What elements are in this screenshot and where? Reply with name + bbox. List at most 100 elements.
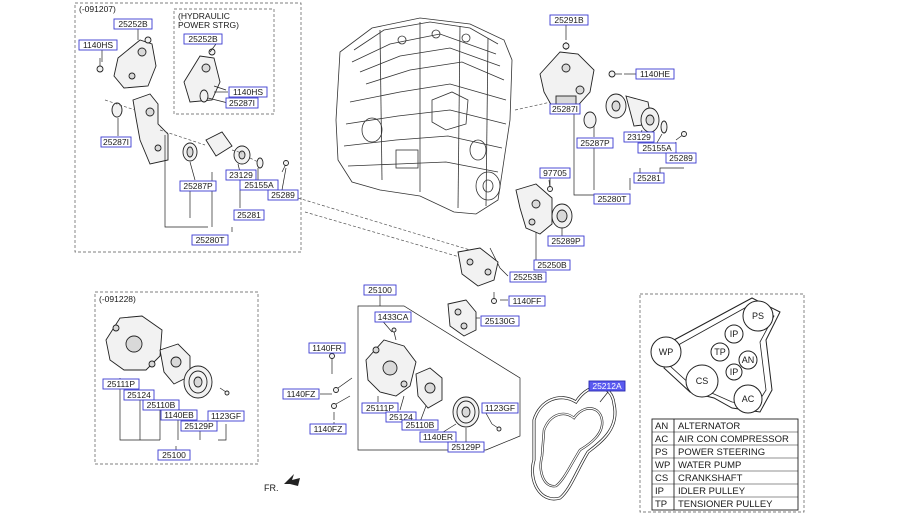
idler-bracket-drawing xyxy=(457,247,499,304)
part-callout-c-25100[interactable]: 25100 xyxy=(363,284,397,296)
part-callout-c-25111p[interactable]: 25111P xyxy=(361,402,399,414)
part-number-label: 25287I xyxy=(103,137,129,147)
part-number-label: 97705 xyxy=(543,168,567,178)
part-callout-box xyxy=(102,378,140,390)
part-number-label: 25287I xyxy=(552,104,578,114)
part-callout-box xyxy=(225,97,259,109)
pulley-ac-label: AC xyxy=(742,394,755,404)
part-callout-c-1433ca[interactable]: 1433CA xyxy=(374,311,412,323)
part-callout-c-25289p[interactable]: 25289P xyxy=(547,235,585,247)
part-callout-box xyxy=(157,449,191,461)
pulley-an-label: AN xyxy=(742,355,755,365)
pulley-wp-label: WP xyxy=(659,347,674,357)
part-callouts: 25252B1140HS25252B1140HS25287I25287I2528… xyxy=(78,14,697,461)
part-number-label: 23129 xyxy=(229,170,253,180)
part-number-label: 25291B xyxy=(554,15,584,25)
part-callout-tr-25281[interactable]: 25281 xyxy=(633,172,665,184)
part-callout-tr-25289[interactable]: 25289 xyxy=(665,152,697,164)
part-callout-tr-23129[interactable]: 23129 xyxy=(623,131,655,143)
part-callout-tr-25280t[interactable]: 25280T xyxy=(593,193,631,205)
part-callout-box xyxy=(533,259,571,271)
legend-code-an: AN xyxy=(655,421,668,432)
top-left-group-frame xyxy=(74,2,302,253)
part-callout-c-1140fr[interactable]: 1140FR xyxy=(308,342,346,354)
part-callout-box xyxy=(401,419,439,431)
part-callout-box xyxy=(113,18,153,30)
part-callout-tl-25155a[interactable]: 25155A xyxy=(239,179,279,191)
part-callout-box xyxy=(549,14,589,26)
legend-code-ac: AC xyxy=(655,434,668,445)
part-callout-c-25250b[interactable]: 25250B xyxy=(533,259,571,271)
part-callout-tl-23129[interactable]: 23129 xyxy=(225,169,257,181)
part-callout-c-1140fz-a[interactable]: 1140FZ xyxy=(282,388,320,400)
part-callout-tl-25281[interactable]: 25281 xyxy=(233,209,265,221)
part-callout-bl-25110b[interactable]: 25110B xyxy=(142,399,180,411)
legend-name-ps: POWER STEERING xyxy=(678,447,765,458)
part-callout-tl-25280t[interactable]: 25280T xyxy=(191,234,229,246)
part-callout-belt-25212a[interactable]: 25212A xyxy=(588,380,626,392)
pulley-an xyxy=(738,350,758,370)
part-callout-hyd-1140hs[interactable]: 1140HS xyxy=(228,86,268,98)
part-callout-c-25124[interactable]: 25124 xyxy=(385,411,417,423)
pulley-ip-top xyxy=(724,324,744,344)
part-number-label: 25111P xyxy=(366,403,394,413)
part-callout-tr-25287p[interactable]: 25287P xyxy=(576,137,614,149)
part-number-label: 25250B xyxy=(537,260,567,270)
legend-name-tp: TENSIONER PULLEY xyxy=(678,499,773,510)
part-callout-box xyxy=(549,103,581,115)
part-callout-box xyxy=(233,209,265,221)
part-callout-hyd-25252b[interactable]: 25252B xyxy=(183,33,223,45)
part-callout-c-1123gf[interactable]: 1123GF xyxy=(481,402,519,414)
part-callout-box xyxy=(447,441,485,453)
routing-diagram-frame xyxy=(639,293,805,513)
part-callout-c-25110b[interactable]: 25110B xyxy=(401,419,439,431)
part-callout-bl-25129p[interactable]: 25129P xyxy=(180,420,218,432)
part-callout-c-97705[interactable]: 97705 xyxy=(539,167,571,179)
part-callout-tl-25252b[interactable]: 25252B xyxy=(113,18,153,30)
part-callout-tl-25287p[interactable]: 25287P xyxy=(179,180,217,192)
part-callout-c-25253b[interactable]: 25253B xyxy=(509,271,547,283)
part-callout-bl-1123gf[interactable]: 1123GF xyxy=(207,410,245,422)
part-callout-box xyxy=(576,137,614,149)
part-number-label: 23129 xyxy=(627,132,651,142)
part-callout-c-1140er[interactable]: 1140ER xyxy=(419,431,457,443)
part-callout-tl-25289[interactable]: 25289 xyxy=(267,189,299,201)
part-number-label: 25155A xyxy=(642,143,672,153)
part-callout-box xyxy=(385,411,417,423)
part-callout-tr-25155a[interactable]: 25155A xyxy=(637,142,677,154)
part-callout-box xyxy=(481,402,519,414)
part-number-label: 1433CA xyxy=(378,312,409,322)
part-callout-c-25130g[interactable]: 25130G xyxy=(480,315,520,327)
part-callout-c-1140ff[interactable]: 1140FF xyxy=(508,295,546,307)
part-number-label: 1140FZ xyxy=(287,389,316,399)
part-callout-box xyxy=(633,172,665,184)
part-callout-bl-25100[interactable]: 25100 xyxy=(157,449,191,461)
belt-leader xyxy=(599,391,609,403)
part-callout-bl-25124[interactable]: 25124 xyxy=(123,389,155,401)
part-callout-tl-25287i[interactable]: 25287I xyxy=(100,136,132,148)
bottom-left-group-frame xyxy=(94,291,259,465)
part-number-label: 1140FR xyxy=(312,343,342,353)
part-callout-box xyxy=(282,388,320,400)
pulley-ip-bottom-label: IP xyxy=(730,367,739,377)
part-callout-tr-1140he[interactable]: 1140HE xyxy=(635,68,675,80)
part-callout-bl-25111p[interactable]: 25111P xyxy=(102,378,140,390)
part-callout-box xyxy=(363,284,397,296)
part-callout-tr-25291b[interactable]: 25291B xyxy=(549,14,589,26)
part-callout-box xyxy=(100,136,132,148)
part-number-label: 25110B xyxy=(147,400,176,410)
top-left-leaders xyxy=(101,28,287,232)
part-callout-c-1140fz-b[interactable]: 1140FZ xyxy=(309,423,347,435)
part-callout-box xyxy=(228,86,268,98)
part-callout-hyd-25287i[interactable]: 25287I xyxy=(225,97,259,109)
legend-name-ip: IDLER PULLEY xyxy=(678,486,746,497)
part-number-label: 25100 xyxy=(368,285,392,295)
part-callout-tr-25287i[interactable]: 25287I xyxy=(549,103,581,115)
legend-table: AN ALTERNATOR AC AIR CON COMPRESSOR PS P… xyxy=(651,418,799,511)
bottom-left-group-label: (-091228) xyxy=(99,294,136,304)
part-number-label: 25281 xyxy=(237,210,261,220)
part-callout-tl-1140hs[interactable]: 1140HS xyxy=(78,39,118,51)
part-callout-bl-1140eb[interactable]: 1140EB xyxy=(160,409,198,421)
part-callout-c-25129p[interactable]: 25129P xyxy=(447,441,485,453)
part-number-label: 25130G xyxy=(485,316,515,326)
